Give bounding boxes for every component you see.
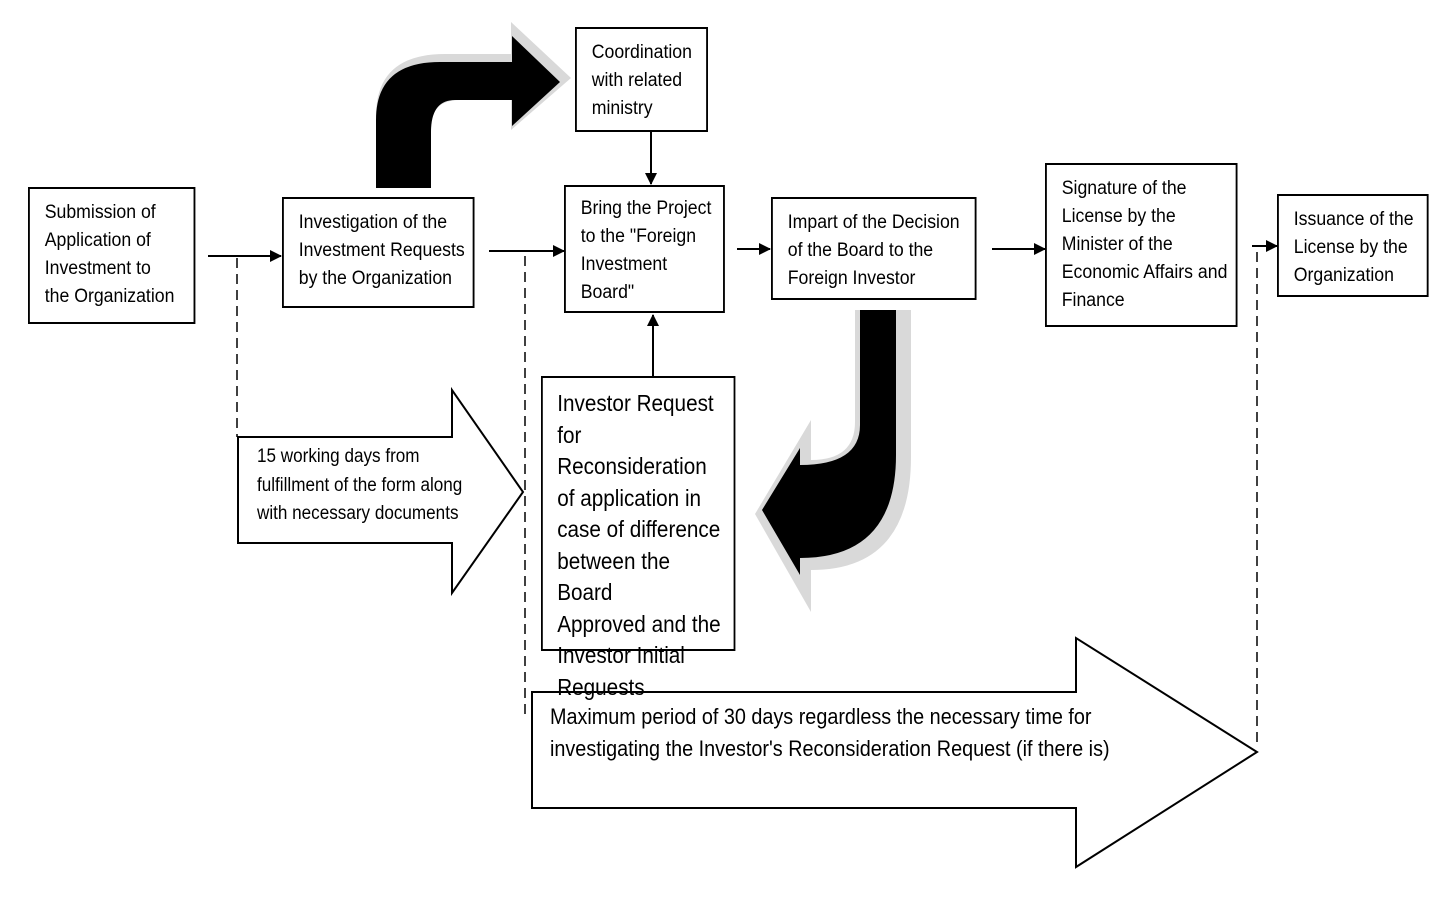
timeline-guide-lines: [236, 252, 1258, 745]
label-15-working-days: 15 working days from fulfillment of the …: [257, 446, 463, 524]
label-30-days-maximum: Maximum period of 30 days regardless the…: [550, 704, 1110, 761]
box-investor-reconsideration-request: Investor Request for Reconsideration of …: [541, 376, 736, 700]
timeline-arrow-15-days: [237, 386, 525, 597]
box-bring-project-to-board: Bring the Project to the "Foreign Invest…: [564, 185, 725, 313]
box-signature-of-license: Signature of the License by the Minister…: [1045, 163, 1238, 327]
box-investigation: Investigation of the Investment Requests…: [282, 197, 475, 308]
box-issuance-of-license: Issuance of the License by the Organizat…: [1277, 194, 1429, 297]
timeline-arrow-30-days: [531, 636, 1259, 869]
box-impart-decision: Impart of the Decision of the Board to t…: [771, 197, 977, 300]
box-submission-of-application: Submission of Application of Investment …: [28, 187, 196, 324]
box-coordination: Coordination with related ministry: [575, 27, 708, 132]
